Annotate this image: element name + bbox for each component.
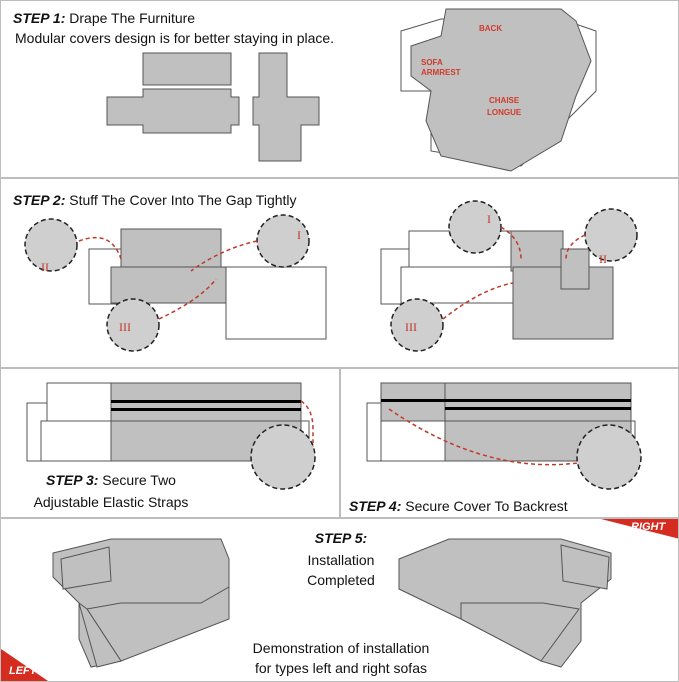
step5-demo-line1: Demonstration of installation [252,640,430,656]
label-sofa: SOFA [421,58,443,67]
roman-iii-left: III [119,320,131,334]
roman-i-left: I [297,228,301,242]
step4-heading: STEP 4: Secure Cover To Backrest [349,497,568,515]
step3-title-line2: Adjustable Elastic Straps [33,494,189,510]
step2-title: Stuff The Cover Into The Gap Tightly [69,192,297,208]
step4-title: Secure Cover To Backrest [405,498,568,514]
cover-piece-chaise [252,52,320,162]
step2-heading: STEP 2: Stuff The Cover Into The Gap Tig… [13,191,297,209]
step1-illustration: BACK SOFA ARMREST CHAISE LONGUE [106,8,597,172]
left-sofa-circles: II I III [24,214,310,352]
step1-heading: STEP 1: Drape The Furniture [13,9,195,27]
strap-detail-circle [250,424,316,490]
step4-label: STEP 4: [349,498,402,514]
hand-circle-ii-left [24,218,78,272]
step1-label: STEP 1: [13,10,66,26]
roman-ii-right: II [599,252,607,266]
right-tag: RIGHT [631,521,666,533]
step5-line2: Completed [307,572,375,588]
step3-label: STEP 3: [46,472,99,488]
step2-panel: STEP 2: Stuff The Cover Into The Gap Tig… [0,178,679,368]
roman-i-right: I [487,212,491,226]
cover-piece-backrest [142,52,232,86]
cover-piece-seat [106,88,240,134]
step1-panel: STEP 1: Drape The Furniture Modular cove… [0,0,679,178]
step5-panel: STEP 5: Installation Completed Demonstra… [0,518,679,682]
step3-panel: STEP 3: Secure Two Adjustable Elastic St… [0,368,340,518]
step5-demo-line2: for types left and right sofas [255,660,427,676]
step4-panel: STEP 4: Secure Cover To Backrest [340,368,679,518]
step1-title: Drape The Furniture [69,10,196,26]
label-back: BACK [479,24,502,33]
step5-label: STEP 5: [314,530,368,546]
right-sofa-circles: I II III [390,200,638,352]
hand-circle-iii-right [390,298,444,352]
step3-illustration [26,382,316,490]
roman-iii-right: III [405,320,417,334]
hand-circle-ii-right [584,208,638,262]
hand-circle-i-left [256,214,310,268]
step5-illustration [1,519,678,681]
step5-line1: Installation [307,552,375,568]
label-chaise: CHAISE [489,96,520,105]
roman-ii-left: II [41,260,49,274]
step2-label: STEP 2: [13,192,66,208]
step2-illustration: II I III I II III [24,200,638,352]
hand-circle-iii-left [106,298,160,352]
step4-illustration [366,382,642,490]
label-longue: LONGUE [487,108,522,117]
hand-circle-i-right [448,200,502,254]
step1-subtitle: Modular covers design is for better stay… [15,30,335,46]
step3-title-line1: Secure Two [102,472,176,488]
sofa-cover-draped [410,8,592,172]
buckle-detail-circle [576,424,642,490]
label-armrest: ARMREST [421,68,461,77]
step3-heading: STEP 3: Secure Two [1,471,221,489]
left-tag: LEFT [9,665,37,677]
